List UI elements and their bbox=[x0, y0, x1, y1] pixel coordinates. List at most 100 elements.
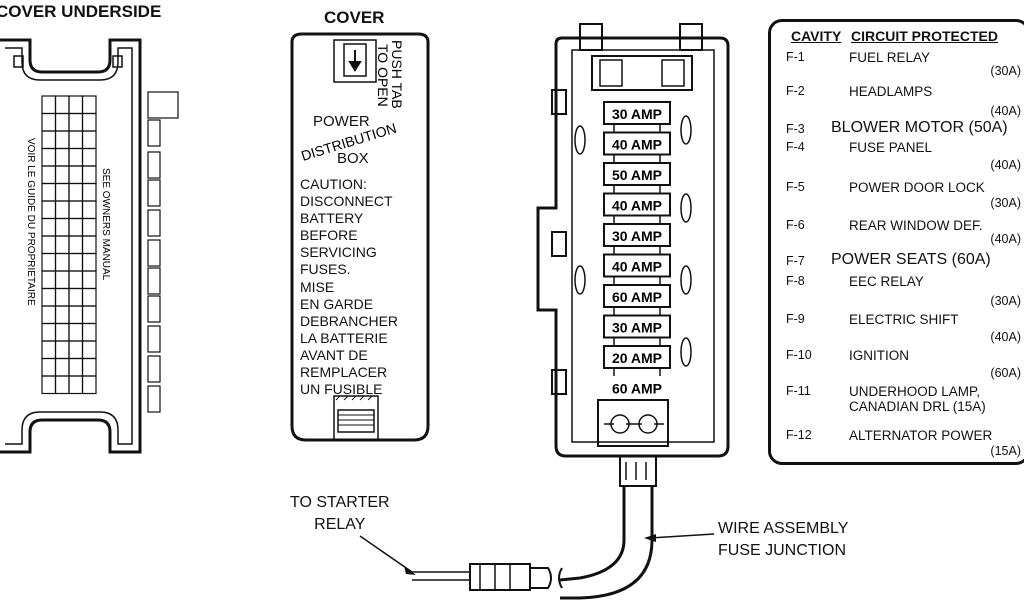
caution-line: BATTERY bbox=[300, 210, 364, 226]
fuse-terminal bbox=[613, 307, 661, 315]
legend-header-cavity: CAVITY bbox=[791, 28, 842, 44]
legend-cavity: F-10 bbox=[786, 348, 812, 362]
legend-rating: (40A) bbox=[990, 158, 1021, 172]
wire-assembly-label: WIRE ASSEMBLY FUSE JUNCTION bbox=[718, 518, 848, 562]
mise-line: DEBRANCHER bbox=[300, 313, 399, 329]
underside-grid-cell bbox=[68, 235, 84, 255]
underside-grid-cell bbox=[81, 165, 97, 185]
underside-grid-cell bbox=[54, 287, 70, 307]
legend-cavity: F-12 bbox=[786, 428, 812, 442]
fuse-body bbox=[603, 131, 671, 156]
underside-grid-cell bbox=[81, 182, 97, 202]
cover-underside-title: COVER UNDERSIDE bbox=[0, 2, 162, 21]
underside-grid-cell bbox=[81, 357, 97, 377]
underside-grid-cell bbox=[54, 147, 70, 167]
legend-rating: (15A) bbox=[990, 444, 1021, 458]
underside-grid-cell bbox=[81, 270, 97, 290]
underside-grid-cell bbox=[68, 200, 84, 220]
underside-grid-cell bbox=[68, 322, 84, 342]
legend-circuit: ELECTRIC SHIFT bbox=[849, 312, 959, 327]
underside-grid-cell bbox=[81, 235, 97, 255]
underside-grid-cell bbox=[41, 340, 57, 360]
mise-en-garde-block: MISE EN GARDE DEBRANCHER LA BATTERIE AVA… bbox=[300, 279, 398, 398]
underside-grid-cell bbox=[68, 95, 84, 115]
underside-strip-cell bbox=[147, 295, 161, 323]
underside-grid-cell bbox=[54, 217, 70, 237]
underside-strip-cell bbox=[147, 267, 161, 295]
underside-grid-cell bbox=[54, 305, 70, 325]
underside-grid-cell bbox=[41, 147, 57, 167]
legend-circuit: BLOWER MOTOR (50A) bbox=[831, 119, 1008, 136]
underside-strip-cell bbox=[147, 91, 179, 119]
underside-grid-cell bbox=[41, 112, 57, 132]
underside-grid-cell bbox=[41, 95, 57, 115]
legend-rating: (30A) bbox=[990, 196, 1021, 210]
legend-rating: (40A) bbox=[990, 330, 1021, 344]
underside-grid-cell bbox=[54, 182, 70, 202]
underside-grid-cell bbox=[54, 375, 70, 395]
fuse-body bbox=[603, 314, 671, 339]
push-tab-text: PUSH TAB bbox=[389, 40, 405, 109]
see-owners-manual-text: SEE OWNERS MANUAL bbox=[100, 168, 111, 281]
fuse-amp-label: 30 AMP bbox=[612, 228, 662, 244]
to-open-text: TO OPEN bbox=[375, 44, 391, 107]
legend-rating: (40A) bbox=[990, 232, 1021, 246]
fuse-amp-label: 60 AMP bbox=[612, 381, 662, 397]
underside-grid-cell bbox=[81, 375, 97, 395]
fuse-amp-label: 40 AMP bbox=[612, 198, 662, 214]
underside-grid-cell bbox=[81, 130, 97, 150]
underside-strip-cell bbox=[147, 151, 161, 179]
underside-grid-cell bbox=[41, 200, 57, 220]
underside-grid-cell bbox=[41, 130, 57, 150]
fuse-body bbox=[603, 345, 671, 369]
underside-strip-cell bbox=[147, 385, 161, 413]
mise-line: AVANT DE bbox=[300, 347, 368, 363]
fuse-body bbox=[603, 284, 671, 308]
legend-circuit: POWER SEATS (60A) bbox=[831, 251, 991, 268]
underside-grid-cell bbox=[68, 252, 84, 272]
underside-grid-cell bbox=[81, 200, 97, 220]
underside-grid-cell bbox=[54, 357, 70, 377]
legend-cavity: F-1 bbox=[786, 50, 805, 64]
underside-grid-cell bbox=[68, 182, 84, 202]
underside-grid-cell bbox=[81, 340, 97, 360]
underside-grid-cell bbox=[54, 130, 70, 150]
cover-drawing: PUSH TAB TO OPEN DISTRIBUTION bbox=[290, 32, 430, 442]
legend-circuit: FUEL RELAY bbox=[849, 50, 931, 65]
fuse-body bbox=[603, 192, 671, 217]
wire-line: FUSE JUNCTION bbox=[718, 542, 846, 559]
fuse-amp-label: 20 AMP bbox=[612, 350, 662, 366]
mise-line: MISE bbox=[300, 279, 335, 295]
legend-rating: (30A) bbox=[990, 294, 1021, 308]
to-starter-relay-label: TO STARTER RELAY bbox=[290, 492, 390, 536]
underside-grid-cell bbox=[81, 95, 97, 115]
legend-rating: (40A) bbox=[990, 104, 1021, 118]
underside-grid-cell bbox=[41, 165, 57, 185]
fuse-terminal bbox=[613, 246, 661, 254]
legend-cavity: F-11 bbox=[786, 384, 811, 398]
fuse-amp-label: 60 AMP bbox=[612, 289, 662, 305]
underside-strip-cell bbox=[147, 325, 161, 353]
fuse-terminal bbox=[613, 185, 661, 193]
mise-line: UN FUSIBLE bbox=[300, 381, 383, 397]
underside-grid-cell bbox=[41, 252, 57, 272]
mise-line: REMPLACER bbox=[300, 364, 388, 380]
fuse-amp-label: 50 AMP bbox=[612, 167, 662, 183]
underside-grid-cell bbox=[41, 287, 57, 307]
underside-grid-cell bbox=[68, 130, 84, 150]
underside-grid-cell bbox=[68, 357, 84, 377]
power-text: POWER bbox=[313, 113, 370, 130]
legend-cavity: F-7 bbox=[786, 254, 805, 268]
fuse-body bbox=[603, 162, 671, 186]
underside-grid-cell bbox=[54, 340, 70, 360]
fuse-terminal bbox=[613, 368, 661, 376]
cover-title: COVER bbox=[324, 8, 385, 27]
starter-line: TO STARTER bbox=[290, 494, 390, 511]
underside-grid-cell bbox=[54, 322, 70, 342]
underside-grid-cell bbox=[54, 165, 70, 185]
underside-grid-cell bbox=[68, 287, 84, 307]
underside-strip-cell bbox=[147, 239, 161, 267]
legend-circuit: IGNITION bbox=[849, 348, 909, 363]
